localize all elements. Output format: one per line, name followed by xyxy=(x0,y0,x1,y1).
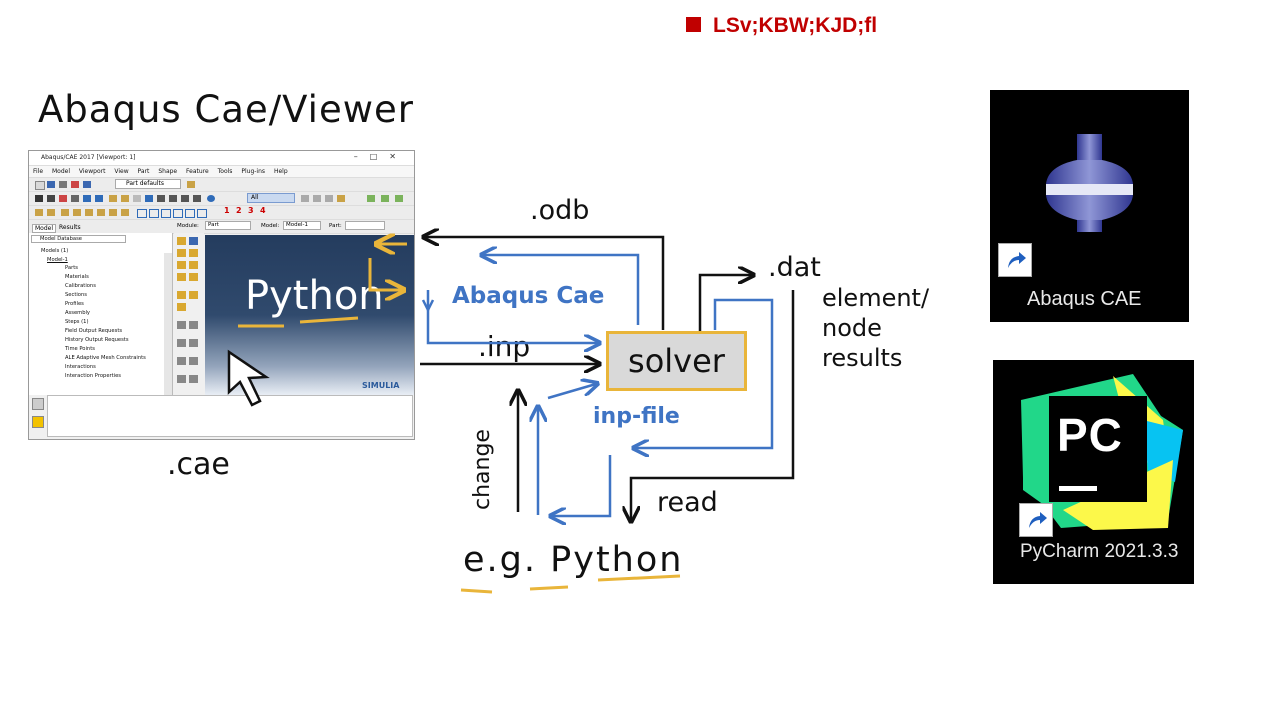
viewport-number-2[interactable]: 2 xyxy=(236,206,242,215)
tree-scrollbar[interactable] xyxy=(164,253,172,395)
model-db-select[interactable]: Model Database xyxy=(31,235,126,243)
header-text: LSv;KBW;KJD;fl xyxy=(713,14,878,37)
tree-item[interactable]: Calibrations xyxy=(65,283,96,289)
tree-item[interactable]: Parts xyxy=(65,265,78,271)
cae-label: .cae xyxy=(167,447,230,482)
cae-to-solver-arrow xyxy=(426,290,598,343)
dat-arrow xyxy=(698,275,752,331)
menu-file[interactable]: File xyxy=(33,168,44,175)
model-tabs: Model Results xyxy=(29,223,199,233)
part-select[interactable] xyxy=(345,221,385,230)
inp-label: .inp xyxy=(478,330,531,363)
eg-python-underline xyxy=(460,574,681,594)
results-label: element/ node results xyxy=(822,284,930,372)
menu-viewport[interactable]: Viewport xyxy=(78,168,106,175)
odb-blue-arrow xyxy=(483,255,640,325)
odb-arrow xyxy=(425,237,665,330)
viewport-number-3[interactable]: 3 xyxy=(248,206,254,215)
dat-label: .dat xyxy=(768,252,821,283)
menu-help[interactable]: Help xyxy=(273,168,288,175)
tree-item[interactable]: ALE Adaptive Mesh Constraints xyxy=(65,355,146,361)
abaqus-icon xyxy=(1046,134,1133,232)
tree-item[interactable]: Time Points xyxy=(65,346,95,352)
message-area xyxy=(29,395,414,439)
abaqus-screenshot: Abaqus/CAE 2017 [Viewport: 1] –□✕ File M… xyxy=(28,150,415,440)
tree-item[interactable]: Field Output Requests xyxy=(65,328,123,334)
inp-file-blue-loop xyxy=(552,455,612,516)
solver-label: solver xyxy=(628,342,725,380)
pycharm-icon xyxy=(1021,374,1183,530)
message-box xyxy=(47,395,413,437)
module-label: Module: xyxy=(177,223,199,229)
abaqus-app-label[interactable]: Abaqus CAE xyxy=(1027,288,1142,310)
tree-item[interactable]: Interactions xyxy=(65,364,96,370)
shortcut-arrow-icon xyxy=(1019,503,1053,537)
menu-tools[interactable]: Tools xyxy=(217,168,233,175)
tab-results[interactable]: Results xyxy=(59,224,81,231)
eg-python-label: e.g. Python xyxy=(463,540,684,580)
context-bar: Module: Part Model: Model-1 Part: xyxy=(29,220,414,234)
module-select[interactable]: Part xyxy=(205,221,251,230)
tree-item[interactable]: History Output Requests xyxy=(65,337,129,343)
tree-item[interactable]: Models (1) xyxy=(41,248,69,254)
read-arrow xyxy=(631,290,795,520)
command-icon[interactable] xyxy=(32,416,44,428)
tree-item[interactable]: Interaction Properties xyxy=(65,373,122,379)
python-overlay-underline xyxy=(238,316,359,328)
selection-filter[interactable]: All xyxy=(247,193,295,203)
menu-part[interactable]: Part xyxy=(137,168,150,175)
cursor-icon xyxy=(227,349,270,407)
abaqus-app-tile[interactable] xyxy=(990,90,1189,322)
simulia-logo: SIMULIA xyxy=(362,381,400,390)
module-toolbox xyxy=(174,233,204,395)
tab-model[interactable]: Model xyxy=(32,224,57,233)
toolbar-row-1: Part defaults xyxy=(29,178,414,192)
pycharm-app-tile[interactable] xyxy=(993,360,1194,584)
tree-item[interactable]: Model-1 xyxy=(47,257,68,263)
solver-box: solver xyxy=(606,331,747,391)
pycharm-logo-letters: PC xyxy=(1057,409,1123,461)
pycharm-app-label[interactable]: PyCharm 2021.3.3 xyxy=(1020,541,1179,562)
odb-label: .odb xyxy=(530,195,590,226)
viewport-number-4[interactable]: 4 xyxy=(260,206,266,215)
shortcut-arrow-icon xyxy=(998,243,1032,277)
menu-view[interactable]: View xyxy=(114,168,129,175)
part-defaults-select[interactable]: Part defaults xyxy=(115,179,181,189)
tree-item[interactable]: Sections xyxy=(65,292,87,298)
diagram-title: Abaqus Cae/Viewer xyxy=(38,88,414,131)
menu-plugins[interactable]: Plug-ins xyxy=(241,168,266,175)
tree-item[interactable]: Materials xyxy=(65,274,89,280)
header-bullet xyxy=(686,17,701,32)
window-controls: –□✕ xyxy=(353,152,408,161)
python-overlay-text: Python xyxy=(245,273,384,319)
read-label: read xyxy=(657,487,718,518)
tree-item[interactable]: Assembly xyxy=(65,310,91,316)
viewport-number-1[interactable]: 1 xyxy=(224,206,236,215)
results-blue-loop xyxy=(635,298,774,448)
model-tree: Model Database Models (1) Model-1 Parts … xyxy=(29,233,173,395)
gold-arrow-bottom xyxy=(368,258,402,290)
menu-bar: File Model Viewport View Part Shape Feat… xyxy=(29,166,414,178)
toolbar-row-3: 1 2 3 4 xyxy=(29,206,414,220)
message-icon[interactable] xyxy=(32,398,44,410)
tree-item[interactable]: Steps (1) xyxy=(65,319,89,325)
toolbar-row-2: All xyxy=(29,192,414,206)
model-select[interactable]: Model-1 xyxy=(283,221,321,230)
inp-file-label: inp-file xyxy=(593,404,680,429)
menu-model[interactable]: Model xyxy=(51,168,70,175)
model-label: Model: xyxy=(261,223,280,229)
part-label: Part: xyxy=(329,223,342,229)
menu-feature[interactable]: Feature xyxy=(186,168,209,175)
abaqus-cae-label: Abaqus Cae xyxy=(452,283,605,309)
tree-item[interactable]: Profiles xyxy=(65,301,84,307)
window-title: Abaqus/CAE 2017 [Viewport: 1] xyxy=(29,151,414,166)
menu-shape[interactable]: Shape xyxy=(158,168,178,175)
